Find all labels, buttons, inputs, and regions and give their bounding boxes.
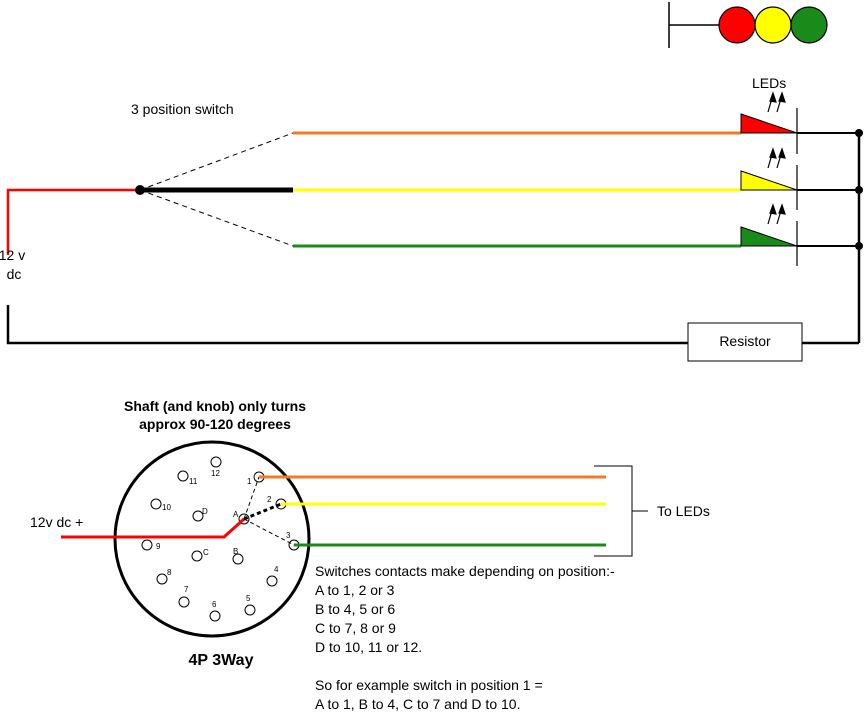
supply-label-line2: dc <box>7 266 22 282</box>
rotary-title-line1: Shaft (and knob) only turns <box>124 398 306 414</box>
switch-position-1 <box>139 132 294 191</box>
svg-text:1: 1 <box>247 477 252 486</box>
output-label: To LEDs <box>657 503 710 519</box>
model-label: 4P 3Way <box>189 652 254 669</box>
supply-label-line1: 12 v <box>0 247 25 263</box>
supply-return-wire <box>6 305 688 345</box>
svg-text:7: 7 <box>184 585 189 594</box>
note-line-6: So for example switch in position 1 = <box>315 677 543 693</box>
resistor-box <box>687 322 803 362</box>
leds-label: LEDs <box>752 75 786 91</box>
traffic-light-icon <box>668 2 828 48</box>
red-lamp-icon <box>718 6 756 44</box>
rotary-title-line2: approx 90-120 degrees <box>139 416 291 432</box>
top-circuit: Resistor 12 v dc 3 position switch LEDs <box>0 75 863 362</box>
green-lamp-icon <box>790 6 828 44</box>
notes-block: Switches contacts make depending on posi… <box>315 563 615 712</box>
supply-positive-wire <box>6 188 140 255</box>
svg-text:12: 12 <box>211 469 220 478</box>
svg-text:B: B <box>233 547 238 556</box>
red-led-icon <box>740 113 798 134</box>
svg-text:8: 8 <box>167 568 172 577</box>
note-line-4: C to 7, 8 or 9 <box>315 620 396 636</box>
input-wire <box>61 517 246 539</box>
svg-text:D: D <box>202 507 208 516</box>
svg-text:A: A <box>233 510 239 519</box>
note-line-2: A to 1, 2 or 3 <box>315 582 395 598</box>
switch-position-3 <box>139 189 294 247</box>
note-line-3: B to 4, 5 or 6 <box>315 601 395 617</box>
svg-text:9: 9 <box>156 542 161 551</box>
green-led-icon <box>740 226 798 247</box>
light-emission-arrows <box>767 91 786 225</box>
note-line-5: D to 10, 11 or 12. <box>315 639 422 655</box>
rotary-switch: Shaft (and knob) only turns approx 90-12… <box>30 398 710 669</box>
svg-text:5: 5 <box>246 594 251 603</box>
input-label: 12v dc + <box>30 514 83 530</box>
note-line-7: A to 1, B to 4, C to 7 and D to 10. <box>315 696 520 712</box>
svg-text:4: 4 <box>274 565 279 574</box>
resistor-label: Resistor <box>719 333 771 349</box>
contact-labels: 12 11 1 10 D 2 A 3 9 C B 4 8 7 6 5 <box>156 469 291 609</box>
svg-text:C: C <box>203 548 209 557</box>
yellow-lamp-icon <box>754 6 792 44</box>
yellow-led-icon <box>740 170 798 191</box>
svg-text:3: 3 <box>286 531 291 540</box>
svg-text:6: 6 <box>212 600 217 609</box>
switch-body <box>113 440 311 638</box>
svg-text:10: 10 <box>162 503 171 512</box>
note-line-1: Switches contacts make depending on posi… <box>315 563 615 579</box>
switch-label: 3 position switch <box>131 101 234 117</box>
svg-text:2: 2 <box>267 495 272 504</box>
svg-text:11: 11 <box>189 477 198 486</box>
output-bracket <box>594 465 633 557</box>
